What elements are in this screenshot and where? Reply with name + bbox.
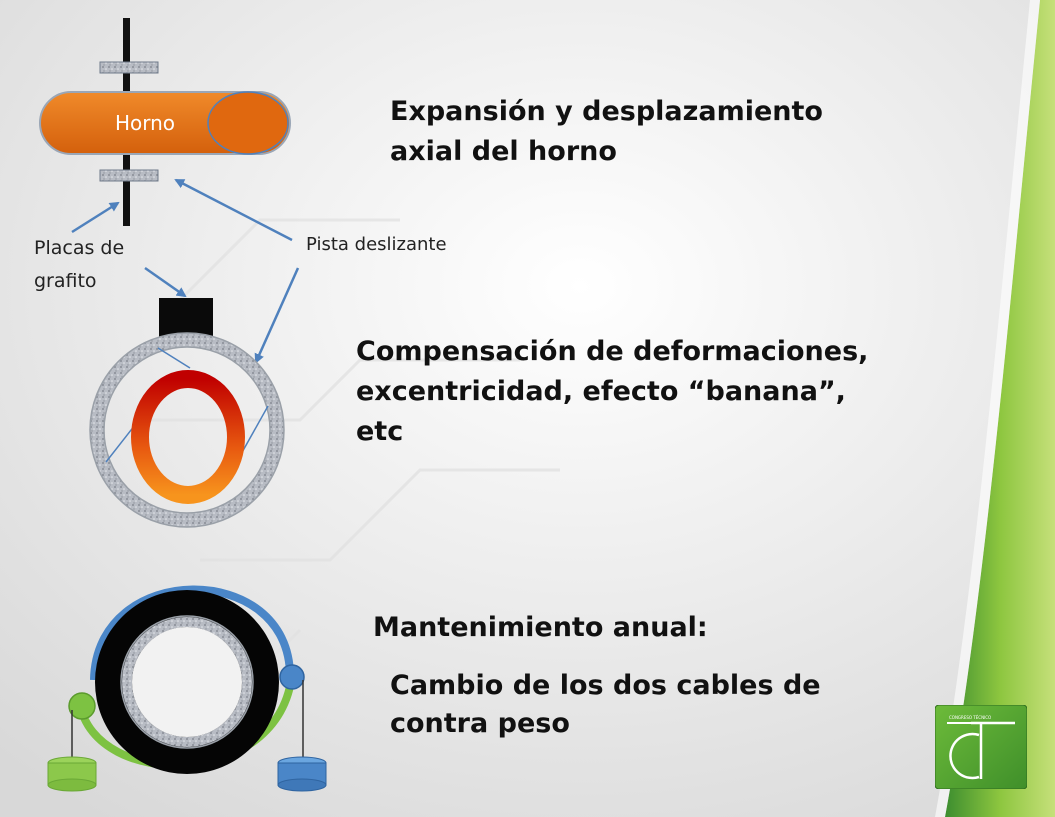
- heading-cable-change-line1: Cambio de los dos cables de: [390, 670, 821, 701]
- arrow-to-graphite-top: [71, 201, 120, 234]
- heading-axial-expansion-line1: Expansión y desplazamiento: [390, 96, 823, 127]
- shell-ring: [122, 617, 252, 747]
- logo-text: CONGRESO TÉCNICO: [949, 715, 991, 720]
- kiln-shell-deformed: [131, 370, 245, 504]
- arrow-to-track-top: [174, 178, 293, 242]
- cable-blue: [90, 585, 294, 681]
- graphite-plate-bottom: [99, 169, 159, 182]
- kiln-end: [207, 91, 289, 155]
- arrow-to-graphite-block: [144, 266, 187, 298]
- riding-ring: [90, 333, 284, 527]
- heading-deformation-line2: excentricidad, efecto “banana”,: [356, 376, 846, 407]
- heading-deformation-line1: Compensación de deformaciones,: [356, 336, 869, 367]
- graphite-plates-label-line1: Placas de: [34, 237, 125, 259]
- pulley-left: [68, 692, 96, 720]
- congreso-tecnico-logo: CONGRESO TÉCNICO: [935, 705, 1027, 789]
- heading-cable-change-line2: contra peso: [390, 708, 570, 739]
- heading-axial-expansion-line2: axial del horno: [390, 136, 617, 167]
- graphite-plate-top: [99, 61, 159, 74]
- arrow-to-track-ring: [254, 267, 300, 364]
- heading-deformation-line3: etc: [356, 416, 404, 447]
- pulley-right: [279, 664, 305, 690]
- sliding-track-label: Pista deslizante: [306, 234, 447, 255]
- graphite-plates-label-line2: grafito: [34, 270, 97, 292]
- heading-annual-maintenance: Mantenimiento anual:: [373, 612, 708, 643]
- kiln-label: Horno: [115, 111, 175, 135]
